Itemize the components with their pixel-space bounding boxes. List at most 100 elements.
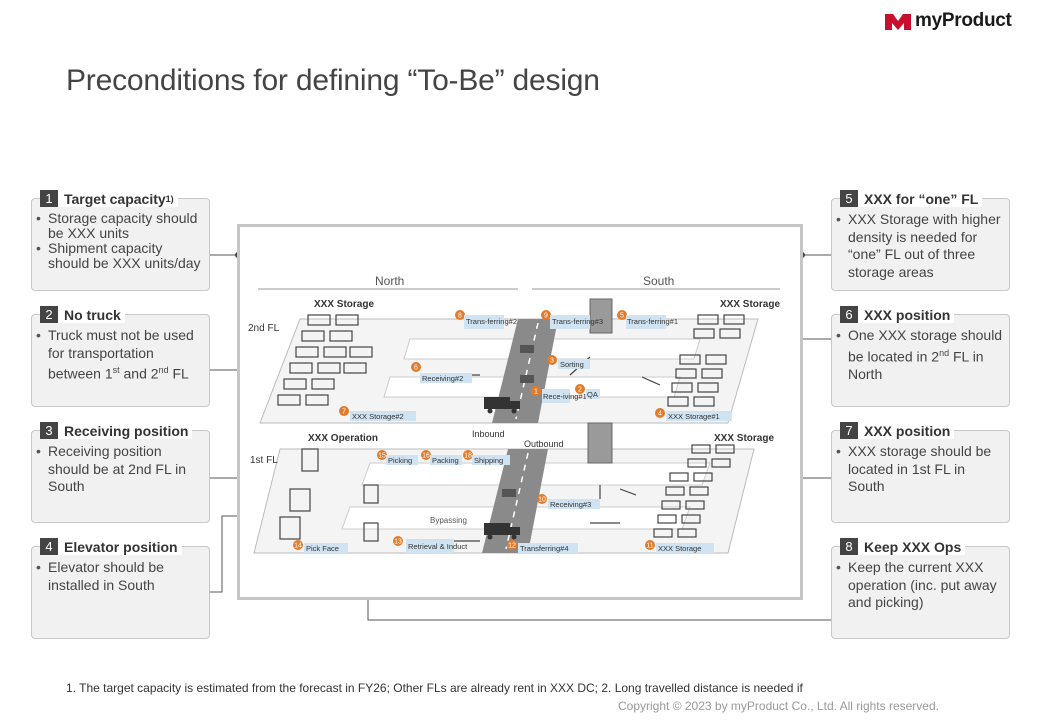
svg-text:Transferring#4: Transferring#4: [520, 544, 569, 553]
floor-1-label: 1st FL: [250, 455, 278, 466]
elevator-icon: [587, 298, 613, 464]
svg-text:Trans-ferring#2: Trans-ferring#2: [466, 317, 517, 326]
brand-name: myProduct: [915, 10, 1012, 31]
inbound-label: Inbound: [472, 429, 505, 439]
box-title: XXX position: [864, 306, 951, 323]
bullet-item: Storage capacity should be XXX units: [36, 211, 203, 241]
box-title: Target capacity: [64, 190, 166, 207]
step-18: 18 Shipping: [463, 450, 510, 465]
svg-text:1: 1: [534, 389, 538, 396]
svg-text:2: 2: [578, 387, 582, 394]
step-9: 9 Trans-ferring#3: [541, 310, 603, 329]
bullet-item: Shipment capacity should be XXX units/da…: [36, 241, 203, 271]
forklift-icon: [502, 345, 534, 497]
svg-text:XXX Storage: XXX Storage: [658, 544, 701, 553]
svg-text:9: 9: [544, 313, 548, 320]
north-label: North: [375, 274, 404, 288]
precondition-box-5: 5 XXX for “one” FL XXX Storage with high…: [831, 190, 1010, 291]
step-4: 4 XXX Storage#1: [655, 408, 732, 421]
area-label-storage-north-2f: XXX Storage: [314, 299, 374, 310]
box-number: 4: [40, 538, 58, 555]
step-8: 8 Trans-ferring#2: [455, 310, 517, 329]
bypassing-label: Bypassing: [430, 516, 467, 525]
svg-text:11: 11: [646, 543, 653, 550]
rack-storage-south-1f: [653, 444, 735, 538]
floor-2-label: 2nd FL: [248, 323, 280, 334]
svg-text:Pick Face: Pick Face: [306, 544, 339, 553]
step-6: 6 Receiving#2: [411, 362, 472, 383]
box-title: Elevator position: [64, 538, 178, 555]
step-1: 1 Rece-iving#1: [531, 386, 587, 403]
area-label-storage-south-2f: XXX Storage: [720, 299, 780, 310]
svg-text:Receiving#2: Receiving#2: [422, 374, 463, 383]
step-7: 7 XXX Storage#2: [339, 406, 416, 421]
brand-logo: myProduct: [885, 10, 1012, 32]
box-title: XXX for “one” FL: [864, 190, 979, 207]
step-5: 5 Trans-ferring#1: [617, 310, 678, 329]
step-14: 14 Pick Face: [293, 540, 348, 553]
precondition-box-2: 2 No truck Truck must not be used for tr…: [31, 306, 210, 407]
svg-text:8: 8: [458, 313, 462, 320]
step-12: 12 Transferring#4: [507, 540, 578, 553]
svg-text:Packing: Packing: [432, 456, 459, 465]
svg-text:13: 13: [394, 539, 402, 546]
bullet-item: One XXX storage should be located in 2nd…: [836, 327, 1003, 383]
svg-text:7: 7: [342, 409, 346, 416]
svg-text:XXX Storage#1: XXX Storage#1: [668, 412, 720, 421]
precondition-box-7: 7 XXX position XXX storage should be loc…: [831, 422, 1010, 523]
box-number: 2: [40, 306, 58, 323]
svg-text:12: 12: [508, 543, 516, 550]
warehouse-layout: North South: [248, 274, 780, 554]
svg-text:Rece-iving#1: Rece-iving#1: [543, 392, 587, 401]
svg-text:XXX Storage#2: XXX Storage#2: [352, 412, 404, 421]
box-header: 6 XXX position: [840, 306, 955, 323]
bullet-item: Elevator should be installed in South: [36, 559, 203, 594]
process-steps: 1 Rece-iving#1 2 QA 3 Sorting 4 XXX Sto: [293, 310, 732, 553]
svg-text:10: 10: [538, 497, 546, 504]
precondition-box-3: 3 Receiving position Receiving position …: [31, 422, 210, 523]
footnote-marker: 1): [165, 193, 174, 204]
box-header: 5 XXX for “one” FL: [840, 190, 983, 207]
footnote: 1. The target capacity is estimated from…: [66, 681, 803, 695]
box-title: Keep XXX Ops: [864, 538, 962, 555]
svg-text:QA: QA: [587, 390, 598, 399]
box-number: 5: [840, 190, 858, 207]
box-header: 2 No truck: [40, 306, 125, 323]
outbound-label: Outbound: [524, 439, 564, 449]
svg-text:4: 4: [658, 411, 662, 418]
page-title: Preconditions for defining “To-Be” desig…: [66, 64, 600, 97]
svg-text:Trans-ferring#3: Trans-ferring#3: [552, 317, 603, 326]
box-number: 1: [40, 190, 58, 207]
truck-icon: [484, 397, 520, 414]
precondition-box-4: 4 Elevator position Elevator should be i…: [31, 538, 210, 639]
step-15: 15 Picking: [377, 450, 418, 465]
precondition-box-8: 8 Keep XXX Ops Keep the current XXX oper…: [831, 538, 1010, 639]
box-header: 8 Keep XXX Ops: [840, 538, 966, 555]
step-11: 11 XXX Storage: [645, 540, 714, 553]
step-2: 2 QA: [575, 384, 600, 399]
area-label-storage-south-1f: XXX Storage: [714, 433, 774, 444]
step-16: 16 Packing: [421, 450, 462, 465]
svg-text:Sorting: Sorting: [560, 360, 584, 369]
svg-text:18: 18: [464, 453, 472, 460]
box-header: 4 Elevator position: [40, 538, 182, 555]
brand-logo-icon: [885, 14, 911, 30]
box-number: 8: [840, 538, 858, 555]
svg-text:Picking: Picking: [388, 456, 412, 465]
box-number: 6: [840, 306, 858, 323]
bullet-item: XXX storage should be located in 1st FL …: [836, 443, 1003, 496]
operation-stations-north-1f: [279, 448, 379, 542]
svg-text:Trans-ferring#1: Trans-ferring#1: [627, 317, 678, 326]
svg-text:5: 5: [620, 313, 624, 320]
copyright: Copyright © 2023 by myProduct Co., Ltd. …: [618, 699, 939, 713]
area-label-operation-north-1f: XXX Operation: [308, 433, 378, 444]
bullet-item: Keep the current XXX operation (inc. put…: [836, 559, 1003, 612]
truck-icon: [484, 523, 520, 540]
step-3: 3 Sorting: [547, 355, 590, 369]
box-number: 3: [40, 422, 58, 439]
bullet-item: Truck must not be used for transportatio…: [36, 327, 203, 383]
svg-text:14: 14: [294, 543, 302, 550]
svg-text:Receiving#3: Receiving#3: [550, 500, 591, 509]
